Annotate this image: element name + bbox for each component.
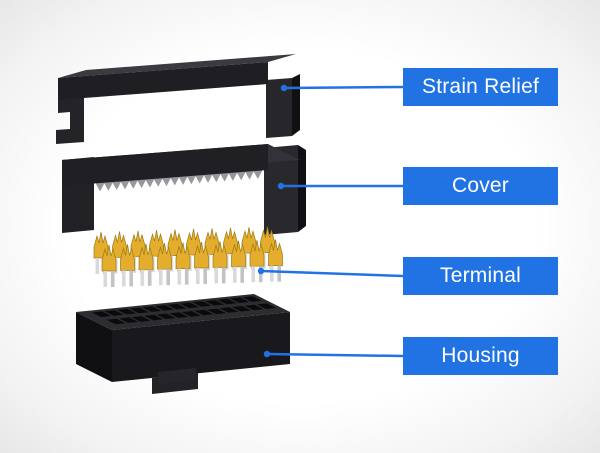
leader-dot-cover bbox=[277, 182, 285, 190]
housing-part bbox=[76, 294, 290, 394]
leader-line-terminal bbox=[260, 269, 404, 278]
leader-line-strain-relief bbox=[283, 85, 404, 90]
label-cover: Cover bbox=[403, 167, 558, 205]
terminal-part bbox=[93, 226, 283, 288]
strain-relief-part bbox=[56, 54, 300, 144]
leader-dot-housing bbox=[263, 350, 271, 358]
label-terminal: Terminal bbox=[403, 257, 558, 295]
cover-part bbox=[62, 144, 306, 235]
leader-dot-strain-relief bbox=[280, 84, 288, 92]
leader-dot-terminal bbox=[257, 267, 265, 275]
label-strain-relief: Strain Relief bbox=[403, 68, 558, 106]
label-housing: Housing bbox=[403, 337, 558, 375]
leader-line-housing bbox=[266, 352, 404, 358]
leader-lines bbox=[257, 84, 404, 358]
